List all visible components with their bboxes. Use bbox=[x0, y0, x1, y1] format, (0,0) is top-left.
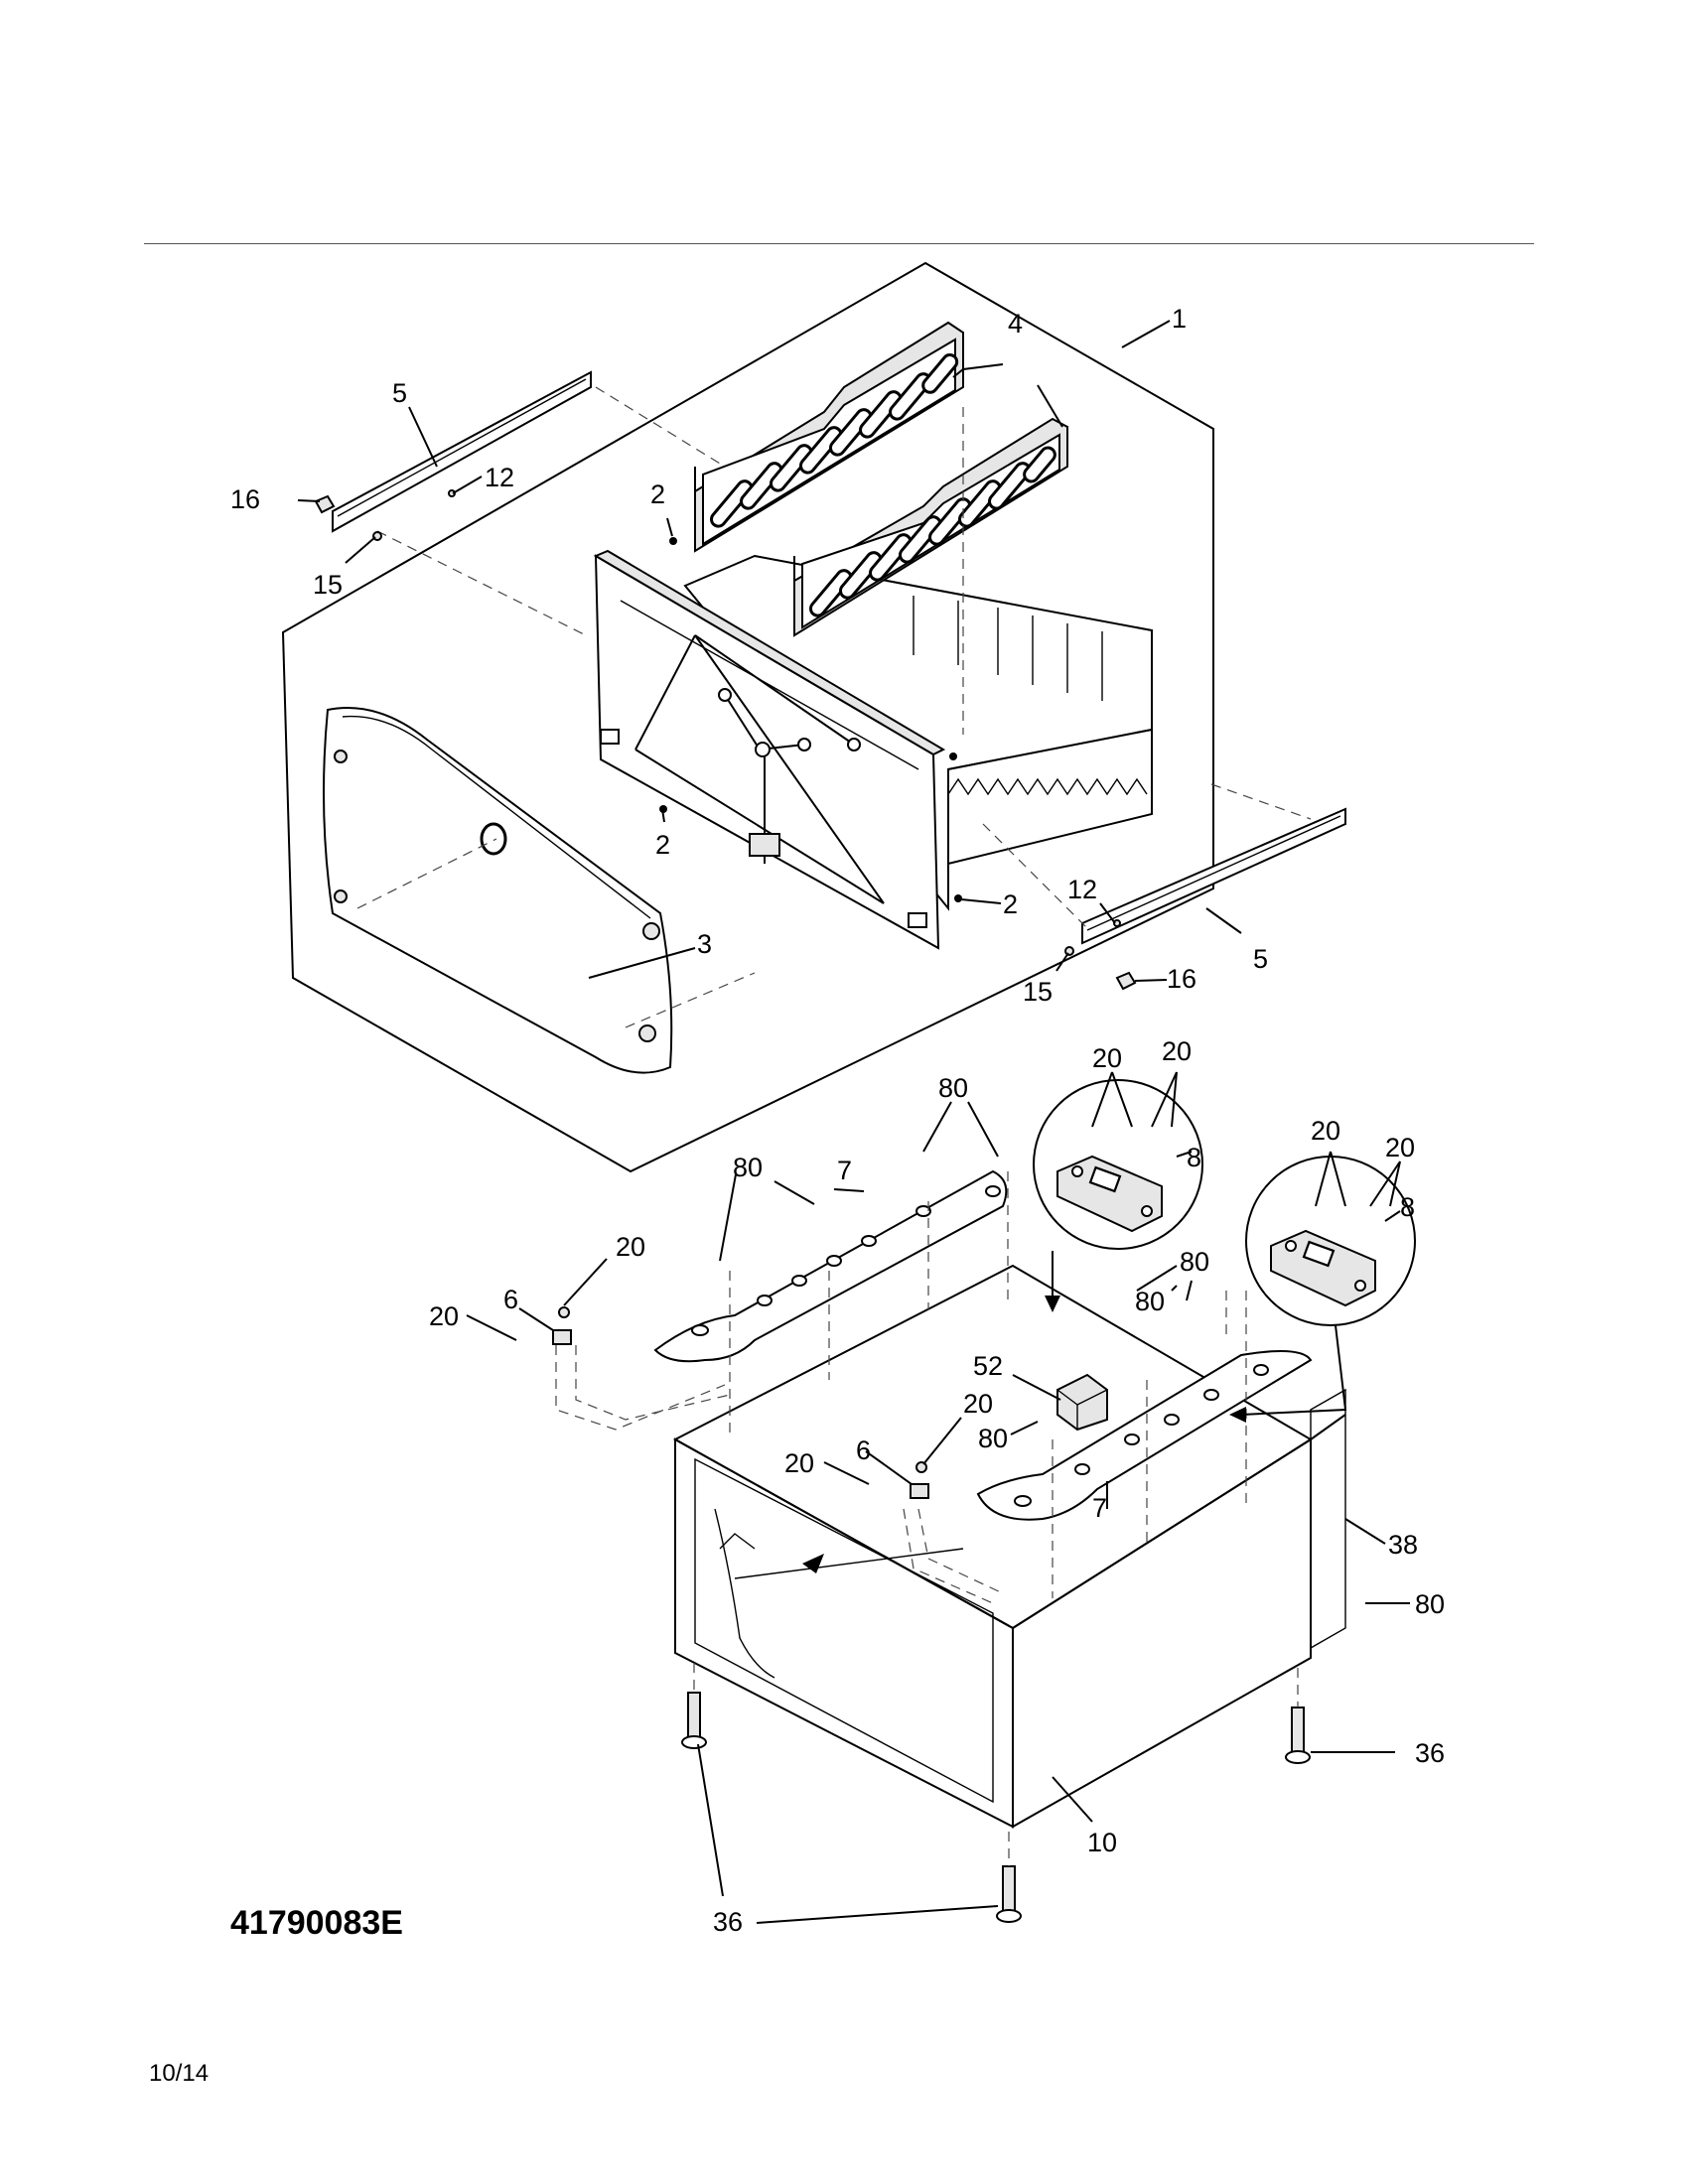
hinge-6-right bbox=[910, 1483, 929, 1499]
leveling-leg-right bbox=[1285, 1706, 1311, 1764]
callout-80-f: 80 bbox=[1415, 1589, 1445, 1619]
leveling-leg-left bbox=[681, 1692, 707, 1749]
callout-20-b: 20 bbox=[1162, 1036, 1192, 1066]
callout-7-bottom: 7 bbox=[1092, 1493, 1107, 1523]
callout-12-upper: 12 bbox=[485, 463, 514, 492]
assembly-outline bbox=[281, 261, 1214, 1173]
callout-2-left: 2 bbox=[655, 830, 670, 860]
control-box bbox=[1056, 1373, 1108, 1432]
leader-lines bbox=[297, 320, 1242, 982]
callout-80-b: 80 bbox=[733, 1153, 763, 1182]
callout-20-e: 20 bbox=[616, 1232, 645, 1262]
hinge-6-left bbox=[552, 1329, 572, 1345]
callout-80-e: 80 bbox=[978, 1424, 1008, 1453]
callout-20-h: 20 bbox=[784, 1448, 814, 1478]
callout-20-f: 20 bbox=[429, 1301, 459, 1331]
callout-20-g: 20 bbox=[963, 1389, 993, 1419]
callout-80-d: 80 bbox=[1135, 1287, 1165, 1316]
divider-rear bbox=[694, 321, 964, 553]
callout-2-right: 2 bbox=[1003, 889, 1018, 919]
bracket-right bbox=[976, 1350, 1313, 1521]
cabinet-base bbox=[672, 1264, 1346, 1829]
callout-16-upper: 16 bbox=[230, 484, 260, 514]
detail-circle-left bbox=[1033, 1079, 1203, 1312]
callout-6-left: 6 bbox=[503, 1285, 518, 1314]
screw-15-lower bbox=[1064, 946, 1074, 956]
callout-15-lower: 15 bbox=[1023, 977, 1053, 1007]
callout-2-top: 2 bbox=[650, 479, 665, 509]
callout-15-upper: 15 bbox=[313, 570, 343, 600]
callout-8-left: 8 bbox=[1187, 1143, 1201, 1172]
diagram-id: 41790083E bbox=[230, 1904, 403, 1942]
callout-10: 10 bbox=[1087, 1828, 1117, 1857]
callout-7-top: 7 bbox=[837, 1156, 852, 1185]
nut-16-lower bbox=[1115, 971, 1137, 991]
detail-circle-right bbox=[1229, 1156, 1416, 1423]
slide-rail-upper bbox=[332, 370, 592, 533]
drawer-front-panel bbox=[323, 707, 756, 1074]
nut-16-upper bbox=[314, 494, 336, 514]
callout-20-c: 20 bbox=[1311, 1116, 1340, 1146]
callout-36-right: 36 bbox=[1415, 1738, 1445, 1768]
drawer-tub bbox=[683, 554, 1153, 911]
header-rule bbox=[144, 243, 1534, 244]
page-date: 10/14 bbox=[149, 2060, 210, 2087]
callout-1: 1 bbox=[1172, 304, 1187, 334]
bracket-left bbox=[653, 1169, 1008, 1363]
callout-4: 4 bbox=[1008, 309, 1023, 339]
callout-38: 38 bbox=[1388, 1530, 1418, 1560]
callout-5-upper: 5 bbox=[392, 378, 407, 408]
callout-8-right: 8 bbox=[1400, 1192, 1415, 1222]
drawer-frame bbox=[593, 549, 946, 950]
leader-lines-lower bbox=[466, 1071, 1410, 1924]
callout-52: 52 bbox=[973, 1351, 1003, 1381]
callout-20-d: 20 bbox=[1385, 1133, 1415, 1162]
callout-labels: 1 4 5 16 12 2 15 2 2 3 12 5 15 16 20 20 … bbox=[230, 304, 1445, 1937]
callout-6-right: 6 bbox=[856, 1435, 871, 1465]
slide-rail-lower bbox=[1081, 807, 1346, 945]
leveling-leg-front bbox=[996, 1865, 1022, 1923]
callout-36-bottom: 36 bbox=[713, 1907, 743, 1937]
callout-20-a: 20 bbox=[1092, 1043, 1122, 1073]
callout-5-lower: 5 bbox=[1253, 944, 1268, 974]
screw-12-upper bbox=[448, 489, 456, 497]
divider-front bbox=[793, 417, 1068, 637]
callout-80-a: 80 bbox=[938, 1073, 968, 1103]
callout-80-c: 80 bbox=[1180, 1247, 1209, 1277]
callout-16-lower: 16 bbox=[1167, 964, 1196, 994]
callout-3: 3 bbox=[697, 929, 712, 959]
callout-12-lower: 12 bbox=[1067, 875, 1097, 904]
